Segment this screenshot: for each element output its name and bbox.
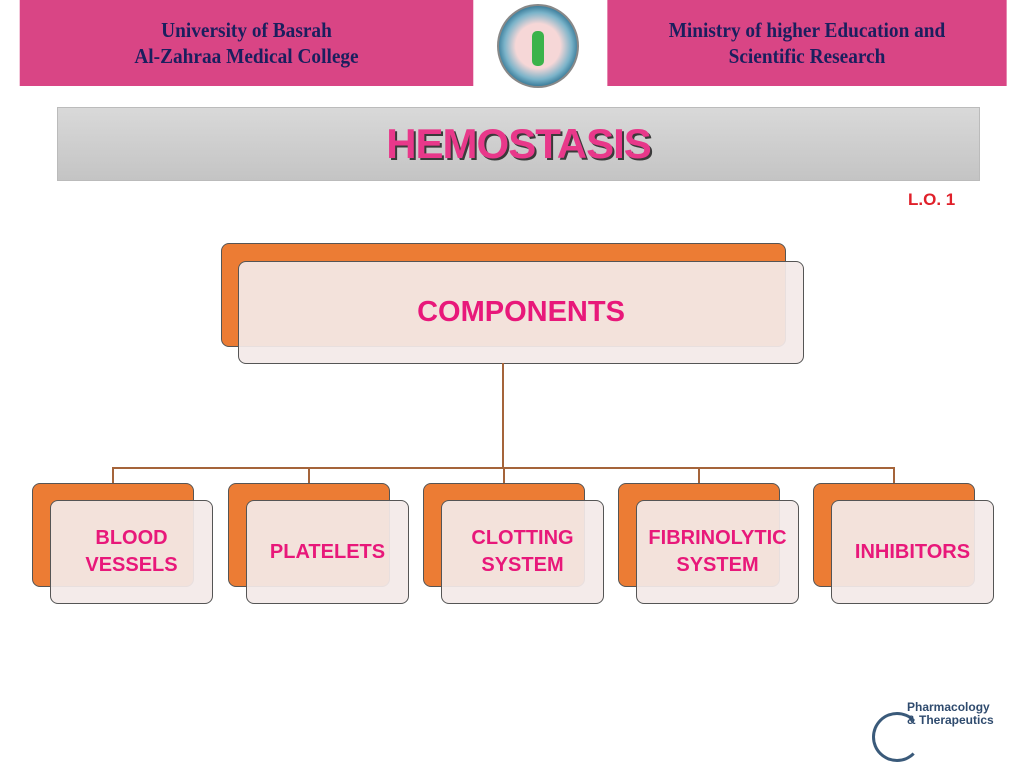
ministry-name: Ministry of higher Education and [668,18,946,42]
college-name: Al-Zahraa Medical College [134,44,359,68]
university-name: University of Basrah [161,18,332,42]
footer-logo-line2: & Therapeutics [907,713,994,727]
child-label: FIBRINOLYTIC [648,527,787,549]
connector [503,468,505,484]
child-label: INHIBITORS [854,540,971,563]
child-box: PLATELETS [246,500,409,604]
learning-objective-label: L.O. 1 [908,190,956,209]
connector [112,468,114,484]
college-seal-logo [497,4,579,88]
root-box: COMPONENTS [238,261,804,364]
pharmacology-logo-icon [872,712,922,762]
child-label-2: SYSTEM [481,554,564,576]
connector [698,468,700,484]
child-box: FIBRINOLYTIC SYSTEM [636,500,799,604]
connector [308,468,310,484]
child-label-2: SYSTEM [676,554,759,576]
footer-logo: Pharmacology& Therapeutics [907,701,994,727]
child-label: CLOTTING [471,527,574,549]
connector [502,363,504,469]
ministry-name-2: Scientific Research [728,44,886,68]
connector [893,468,895,484]
child-box: INHIBITORS [831,500,994,604]
child-box: BLOOD VESSELS [50,500,213,604]
footer-logo-line1: Pharmacology [907,700,990,714]
child-label: BLOOD [95,527,168,549]
child-box: CLOTTING SYSTEM [441,500,604,604]
slide-title: HEMOSTASIS [57,107,980,181]
child-label-2: VESSELS [85,554,178,576]
child-label: PLATELETS [269,540,386,563]
root-label: COMPONENTS [417,296,625,328]
